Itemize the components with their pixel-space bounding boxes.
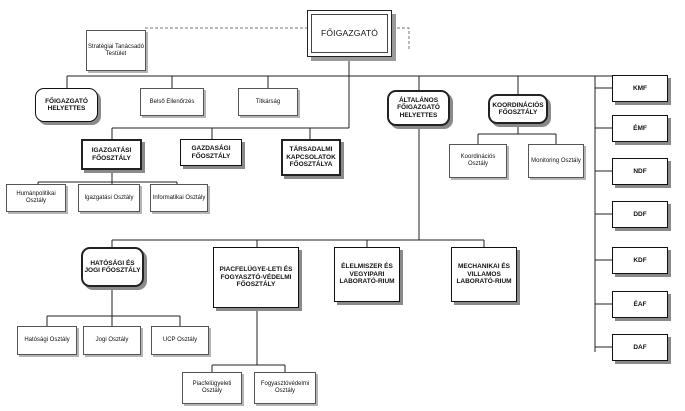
general-deputy-label: ÁLTALÁNOS FŐIGAZGATÓ HELYETTES — [397, 96, 440, 119]
secretariat-box[interactable]: Titkárság — [238, 88, 298, 116]
authority-legal-label: HATÓSÁGI ÉS JOGI FŐOSZTÁLY — [84, 259, 141, 274]
legal-dept-box[interactable]: Jogi Osztály — [83, 326, 141, 355]
public-relations-box[interactable]: TÁRSADALMI KAPCSOLATOK FŐOSZTÁLYA — [281, 139, 341, 176]
deputy-label: FŐIGAZGATÓ HELYETTES — [45, 97, 88, 112]
it-dept-box[interactable]: Informatikai Osztály — [150, 184, 208, 212]
market-consumer-box[interactable]: PIACFELÜGYE-LETI ÉS FOGYASZTÓ-VÉDELMI FŐ… — [213, 247, 299, 308]
food-lab-label: ÉLELMISZER ÉS VEGYIPARI LABORATÓ-RIUM — [339, 263, 395, 286]
internal-audit-label: Belső Ellenőrzés — [149, 98, 195, 105]
administration-label: IGAZGATÁSI FŐOSZTÁLY — [91, 147, 132, 162]
coordination-dept-box[interactable]: Koordinációs Osztály — [449, 144, 507, 178]
regional-office-label: KMF — [632, 84, 648, 92]
market-consumer-label: PIACFELÜGYE-LETI ÉS FOGYASZTÓ-VÉDELMI FŐ… — [219, 266, 293, 289]
authority-legal-box[interactable]: HATÓSÁGI ÉS JOGI FŐOSZTÁLY — [81, 247, 144, 287]
regional-office-daf[interactable]: DAF — [612, 334, 668, 361]
market-dept-label: Piacfelügyeleti Osztály — [192, 381, 232, 394]
regional-office-emf[interactable]: ÉMF — [612, 115, 668, 142]
regional-office-label: NDF — [633, 167, 647, 175]
mech-lab-box[interactable]: MECHANIKAI ÉS VILLAMOS LABORATÓ-RIUM — [451, 247, 517, 302]
authority-dept-box[interactable]: Hatósági Osztály — [17, 326, 77, 355]
regional-office-kdf[interactable]: KDF — [612, 247, 668, 274]
regional-office-eaf[interactable]: ÉAF — [612, 291, 668, 318]
mech-lab-label: MECHANIKAI ÉS VILLAMOS LABORATÓ-RIUM — [456, 263, 512, 286]
legal-dept-label: Jogi Osztály — [95, 337, 129, 344]
it-dept-label: Informatikai Osztály — [152, 194, 206, 201]
general-deputy-box[interactable]: ÁLTALÁNOS FŐIGAZGATÓ HELYETTES — [387, 90, 450, 126]
regional-office-label: ÉMF — [633, 124, 647, 132]
regional-office-label: DDF — [633, 210, 647, 218]
ucp-dept-label: UCP Osztály — [162, 337, 198, 344]
administration-box[interactable]: IGAZGATÁSI FŐOSZTÁLY — [81, 139, 142, 170]
hr-dept-label: Humánpolitikai Osztály — [16, 191, 56, 204]
coordination-dept-label: Koordinációs Osztály — [460, 154, 496, 167]
ucp-dept-box[interactable]: UCP Osztály — [151, 326, 209, 355]
coordination-label: KOORDINÁCIÓS FŐOSZTÁLY — [492, 101, 544, 116]
hr-dept-box[interactable]: Humánpolitikai Osztály — [6, 184, 66, 212]
director-general-box[interactable]: FŐIGAZGATÓ — [307, 10, 392, 57]
monitoring-dept-label: Monitoring Osztály — [531, 157, 581, 164]
authority-dept-label: Hatósági Osztály — [24, 337, 70, 344]
market-dept-box[interactable]: Piacfelügyeleti Osztály — [182, 372, 242, 404]
economic-box[interactable]: GAZDASÁGI FŐOSZTÁLY — [180, 139, 242, 166]
food-lab-box[interactable]: ÉLELMISZER ÉS VEGYIPARI LABORATÓ-RIUM — [334, 247, 400, 302]
coordination-box[interactable]: KOORDINÁCIÓS FŐOSZTÁLY — [488, 94, 548, 124]
economic-label: GAZDASÁGI FŐOSZTÁLY — [191, 145, 231, 160]
regional-office-label: KDF — [633, 256, 647, 264]
monitoring-dept-box[interactable]: Monitoring Osztály — [528, 144, 584, 178]
regional-office-ndf[interactable]: NDF — [612, 158, 668, 185]
public-relations-label: TÁRSADALMI KAPCSOLATOK FŐOSZTÁLYA — [286, 146, 336, 169]
deputy-box[interactable]: FŐIGAZGATÓ HELYETTES — [35, 88, 98, 122]
advisory-board-label: Stratégiai Tanácsadó Testület — [88, 43, 144, 57]
regional-office-label: DAF — [633, 343, 647, 351]
consumer-dept-label: Fogyasztóvédelmi Osztály — [260, 381, 310, 394]
internal-audit-box[interactable]: Belső Ellenőrzés — [140, 88, 204, 116]
secretariat-label: Titkárság — [255, 98, 281, 105]
director-general-label: FŐIGAZGATÓ — [320, 27, 379, 38]
advisory-board-box[interactable]: Stratégiai Tanácsadó Testület — [86, 30, 146, 71]
consumer-dept-box[interactable]: Fogyasztóvédelmi Osztály — [254, 372, 316, 404]
admin-dept-box[interactable]: Igazgatási Osztály — [78, 184, 140, 212]
regional-office-ddf[interactable]: DDF — [612, 201, 668, 228]
regional-office-kmf[interactable]: KMF — [612, 75, 668, 102]
admin-dept-label: Igazgatási Osztály — [84, 194, 134, 201]
regional-office-label: ÉAF — [633, 300, 647, 308]
